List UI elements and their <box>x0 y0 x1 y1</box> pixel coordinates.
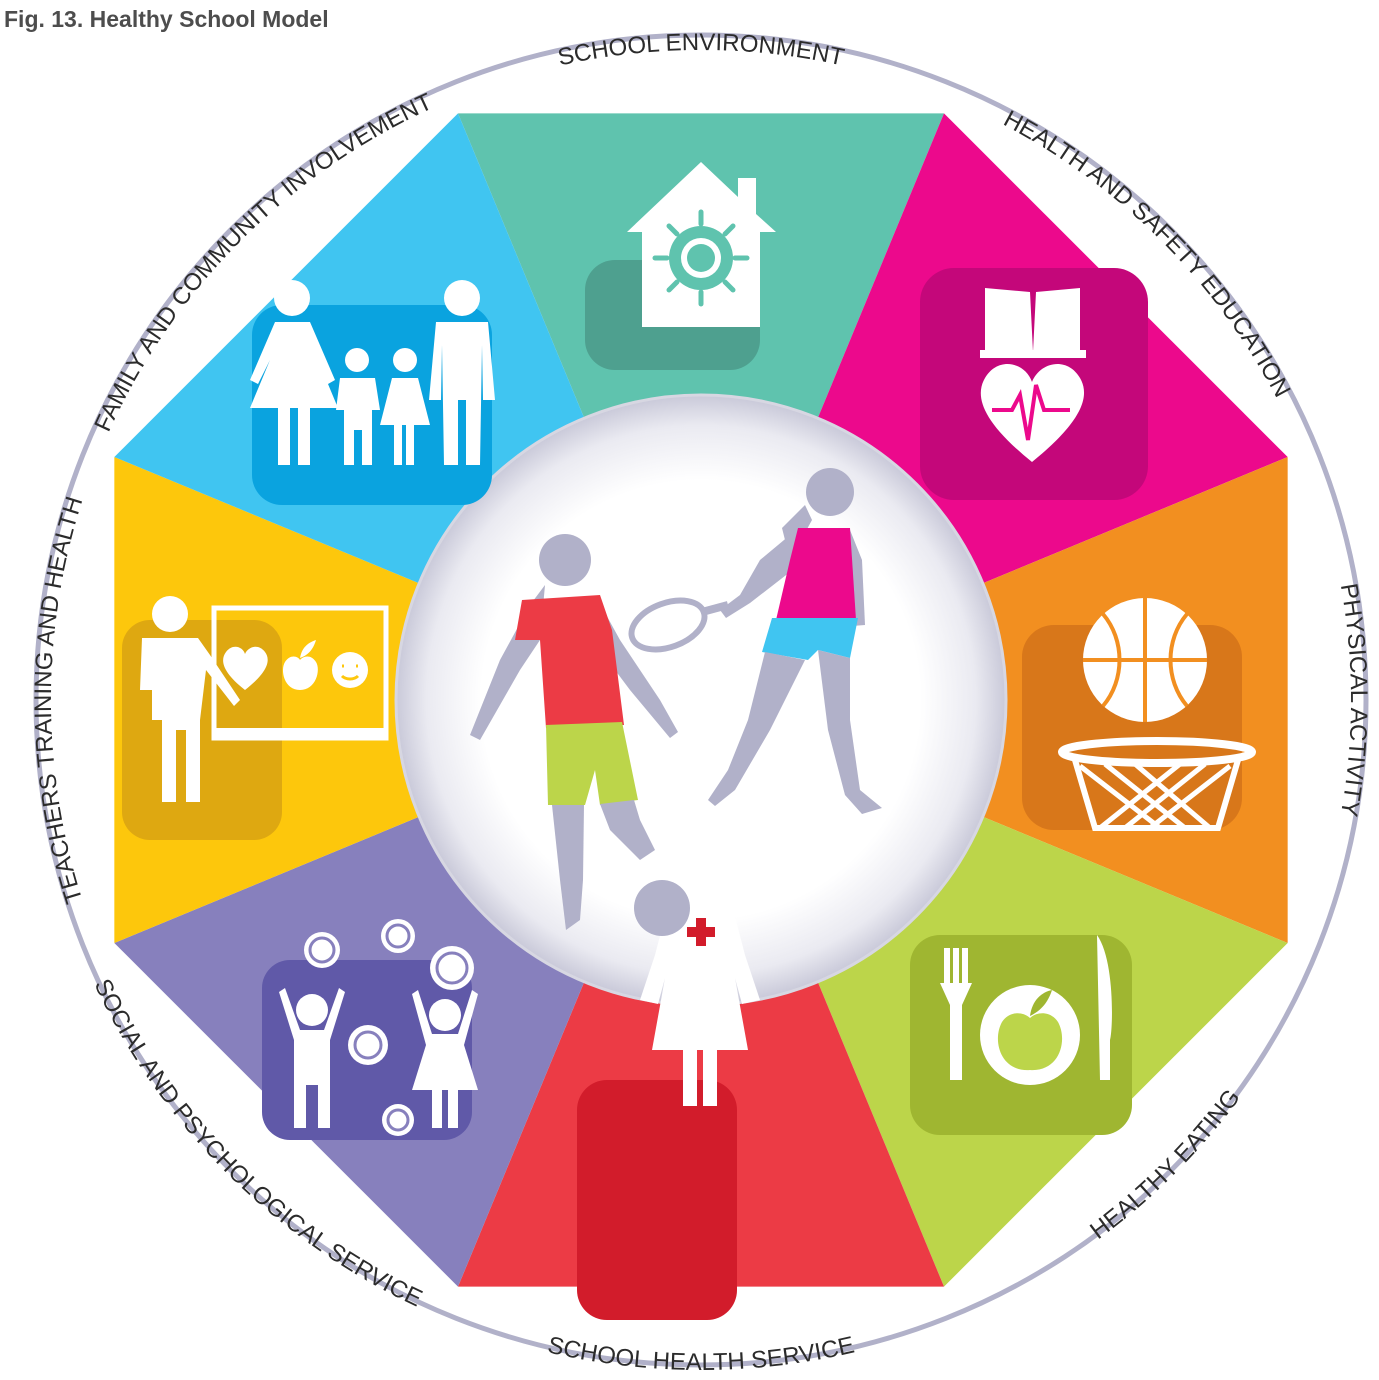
nurse-icon <box>577 826 760 1320</box>
teacher-board-icon <box>122 596 389 840</box>
outer-ring <box>33 32 1369 1368</box>
happy-children-icon <box>262 919 478 1140</box>
basketball-hoop-icon <box>1022 598 1256 831</box>
segment-label: TEACHERS TRAINING AND HEALTH <box>30 493 88 906</box>
segment-label: PHYSICAL ACTIVITY <box>1335 581 1372 818</box>
plate-apple-icon <box>910 935 1132 1135</box>
children-playing-sports-icon <box>470 468 882 936</box>
figure-title: Fig. 13. Healthy School Model <box>4 6 329 32</box>
family-icon <box>250 280 495 505</box>
segment-label: SCHOOL HEALTH SERVICE <box>545 1331 857 1376</box>
segment-label: SCHOOL ENVIRONMENT <box>555 29 846 71</box>
book-heart-icon <box>920 268 1148 500</box>
house-sun-icon <box>585 162 776 370</box>
